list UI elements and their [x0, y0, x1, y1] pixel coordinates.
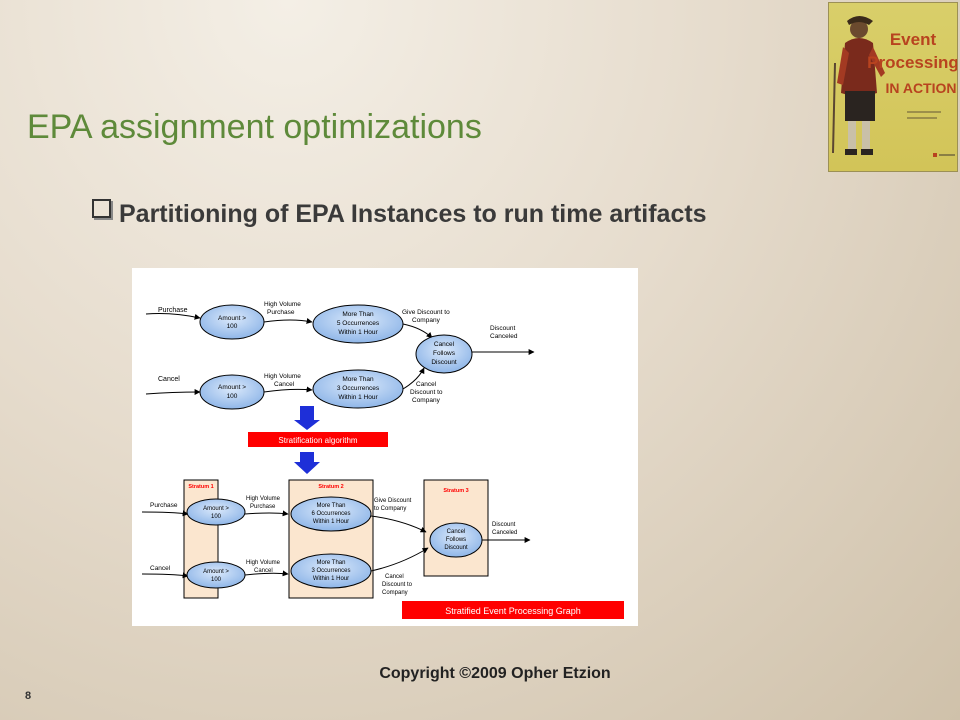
bottom-cf-l1: Cancel	[447, 529, 466, 535]
top-cd-l1: Cancel	[416, 381, 437, 388]
bottom-more-than-6-filter	[290, 496, 372, 532]
top-amount-filter-1	[199, 304, 265, 340]
bottom-hvc-l2: Cancel	[254, 568, 273, 574]
top-mt5-l3: Within 1 Hour	[338, 329, 378, 336]
copyright-footer: Copyright ©2009 Opher Etzion	[379, 665, 611, 682]
epa-diagram: Purchase Cancel Amount > 100 Amount > 10…	[132, 268, 638, 626]
bottom-mt3-l2: 3 Occurrences	[311, 568, 350, 574]
bottom-purchase-label: Purchase	[150, 502, 178, 509]
graph-label: Stratified Event Processing Graph	[445, 606, 581, 616]
top-cf-l3: Discount	[431, 359, 456, 366]
checkbox-bullet-icon	[92, 199, 111, 218]
book-title-line1: Event	[890, 30, 937, 49]
bottom-amount-filter-1	[186, 498, 246, 526]
top-hvc-l2: Cancel	[274, 381, 295, 388]
book-cover-art: Event Processing IN ACTION	[832, 16, 958, 157]
stratification-label: Stratification algorithm	[278, 436, 357, 445]
bottom-dc-l2: Canceled	[492, 530, 517, 536]
bottom-hvc-l1: High Volume	[246, 560, 281, 566]
down-arrow-icon	[294, 462, 320, 474]
bottom-mt6-l1: More Than	[317, 503, 346, 509]
top-mt5-l2: 5 Occurrences	[337, 320, 380, 327]
top-mt3-l3: Within 1 Hour	[338, 394, 378, 401]
bottom-amount2-l1: Amount >	[203, 569, 229, 575]
slide-title: EPA assignment optimizations	[27, 108, 482, 146]
top-cd-l2: Discount to	[410, 389, 443, 396]
top-amount1-l2: 100	[227, 323, 238, 330]
top-cancel-follows-filter	[415, 334, 473, 374]
top-gd-l2: Company	[412, 317, 441, 324]
top-cf-l1: Cancel	[434, 341, 455, 348]
book-title-line2: Processing	[867, 53, 958, 72]
graph-label-box	[402, 601, 624, 619]
top-mt5-l1: More Than	[342, 311, 374, 318]
bottom-cd-l1: Cancel	[385, 574, 404, 580]
bottom-cf-l2: Follows	[446, 537, 466, 543]
bottom-cancel-label: Cancel	[150, 565, 171, 572]
down-arrow-icon	[294, 420, 320, 430]
top-cancel-label: Cancel	[158, 376, 180, 383]
top-dc-l2: Canceled	[490, 333, 518, 340]
bottom-amount-filter-2	[186, 561, 246, 589]
bottom-amount1-l2: 100	[211, 514, 222, 520]
top-amount1-l1: Amount >	[218, 315, 246, 322]
top-mt3-l1: More Than	[342, 376, 374, 383]
top-cf-l2: Follows	[433, 350, 456, 357]
stratum-2-label: Stratum 2	[318, 484, 343, 490]
bottom-dc-l1: Discount	[492, 522, 516, 528]
bottom-gd-l2: to Company	[374, 506, 406, 512]
bottom-amount2-l2: 100	[211, 577, 222, 583]
stratum-1-label: Stratum 1	[188, 484, 213, 490]
top-amount-filter-2	[199, 374, 265, 410]
top-purchase-label: Purchase	[158, 307, 188, 314]
bottom-cf-l3: Discount	[444, 545, 468, 551]
bottom-cd-l2: Discount to	[382, 582, 413, 588]
bottom-amount1-l1: Amount >	[203, 506, 229, 512]
bottom-hvp-l2: Purchase	[250, 504, 276, 510]
top-hvp-l2: Purchase	[267, 309, 295, 316]
epa-diagram-svg: Purchase Cancel Amount > 100 Amount > 10…	[141, 301, 624, 619]
top-dc-l1: Discount	[490, 325, 515, 332]
bottom-hvp-l1: High Volume	[246, 496, 281, 502]
stratum-3-label: Stratum 3	[443, 488, 468, 494]
stratification-label-box	[248, 432, 388, 447]
book-cover-image: Event Processing IN ACTION	[828, 2, 958, 172]
top-amount2-l1: Amount >	[218, 384, 246, 391]
top-hvc-l1: High Volume	[264, 373, 301, 380]
bullet-item: Partitioning of EPA Instances to run tim…	[92, 199, 707, 229]
bottom-gd-l1: Give Discount	[374, 498, 412, 504]
top-gd-l1: Give Discount to	[402, 309, 450, 316]
top-amount2-l2: 100	[227, 393, 238, 400]
top-hvp-l1: High Volume	[264, 301, 301, 308]
book-title-line3: IN ACTION	[885, 80, 956, 96]
bottom-mt6-l2: 6 Occurrences	[311, 511, 350, 517]
bullet-text: Partitioning of EPA Instances to run tim…	[119, 200, 707, 228]
top-mt3-l2: 3 Occurrences	[337, 385, 380, 392]
bottom-mt6-l3: Within 1 Hour	[313, 519, 349, 525]
bottom-cd-l3: Company	[382, 590, 408, 596]
bottom-mt3-l3: Within 1 Hour	[313, 576, 349, 582]
page-number: 8	[25, 690, 32, 702]
top-cd-l3: Company	[412, 397, 441, 404]
bottom-mt3-l1: More Than	[317, 560, 346, 566]
